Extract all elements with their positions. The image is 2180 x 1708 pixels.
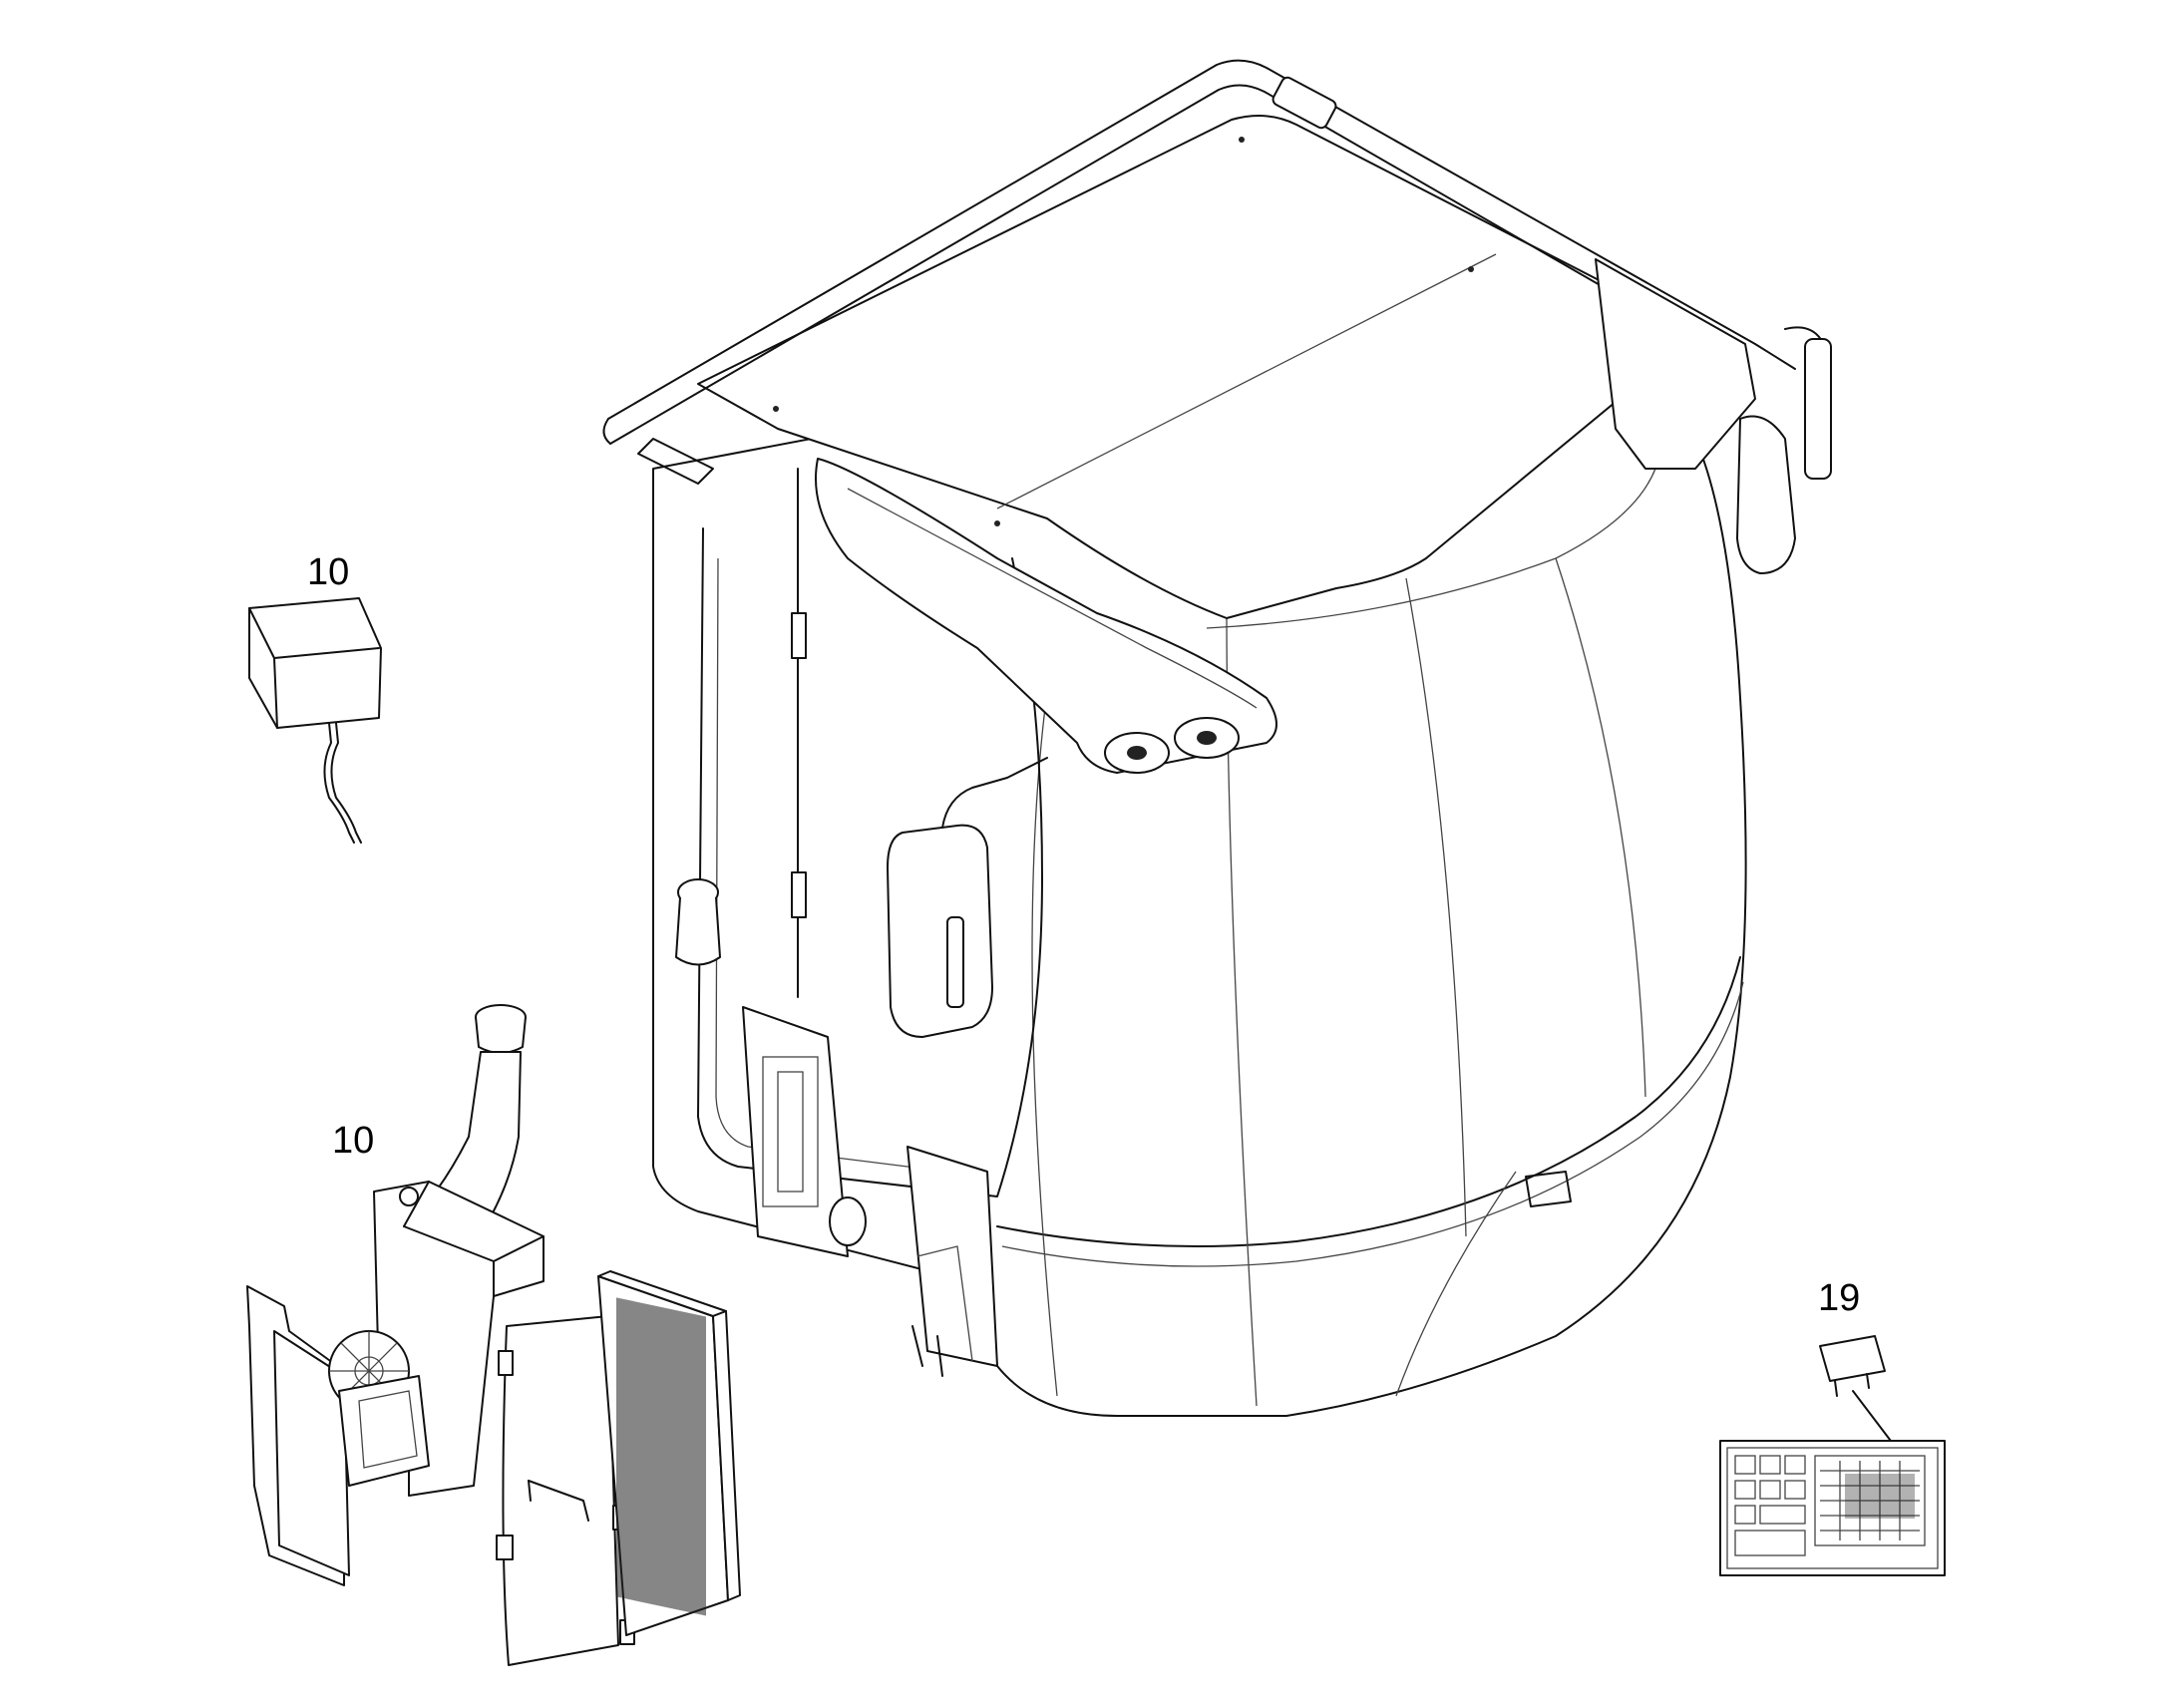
cab-assembly xyxy=(602,59,1832,1417)
roof-beacon xyxy=(1272,76,1337,130)
washer-fan-assembly xyxy=(246,1004,741,1666)
cab-roof xyxy=(697,115,1669,619)
sensor-cable xyxy=(323,722,355,844)
front-door-panel xyxy=(502,1315,619,1666)
callout-sensor-box: 10 xyxy=(307,551,350,593)
blower-fan xyxy=(328,1330,430,1487)
cab-belt-line xyxy=(996,956,1741,1247)
sensor-box xyxy=(248,597,382,729)
mirror-right xyxy=(1736,415,1796,574)
mirror-left xyxy=(887,824,993,1038)
cabin-air-filter xyxy=(597,1270,741,1636)
sensor-box-part xyxy=(248,597,382,844)
cab-control-box xyxy=(742,1006,849,1257)
fuse-board xyxy=(1719,1440,1946,1576)
front-light-beam xyxy=(815,458,1277,774)
fuse-part xyxy=(1819,1335,1926,1487)
rops-frame xyxy=(607,59,1796,420)
fuse xyxy=(1819,1335,1886,1382)
callout-washer-tank: 10 xyxy=(332,1120,375,1162)
callout-fuse: 19 xyxy=(1818,1277,1861,1319)
